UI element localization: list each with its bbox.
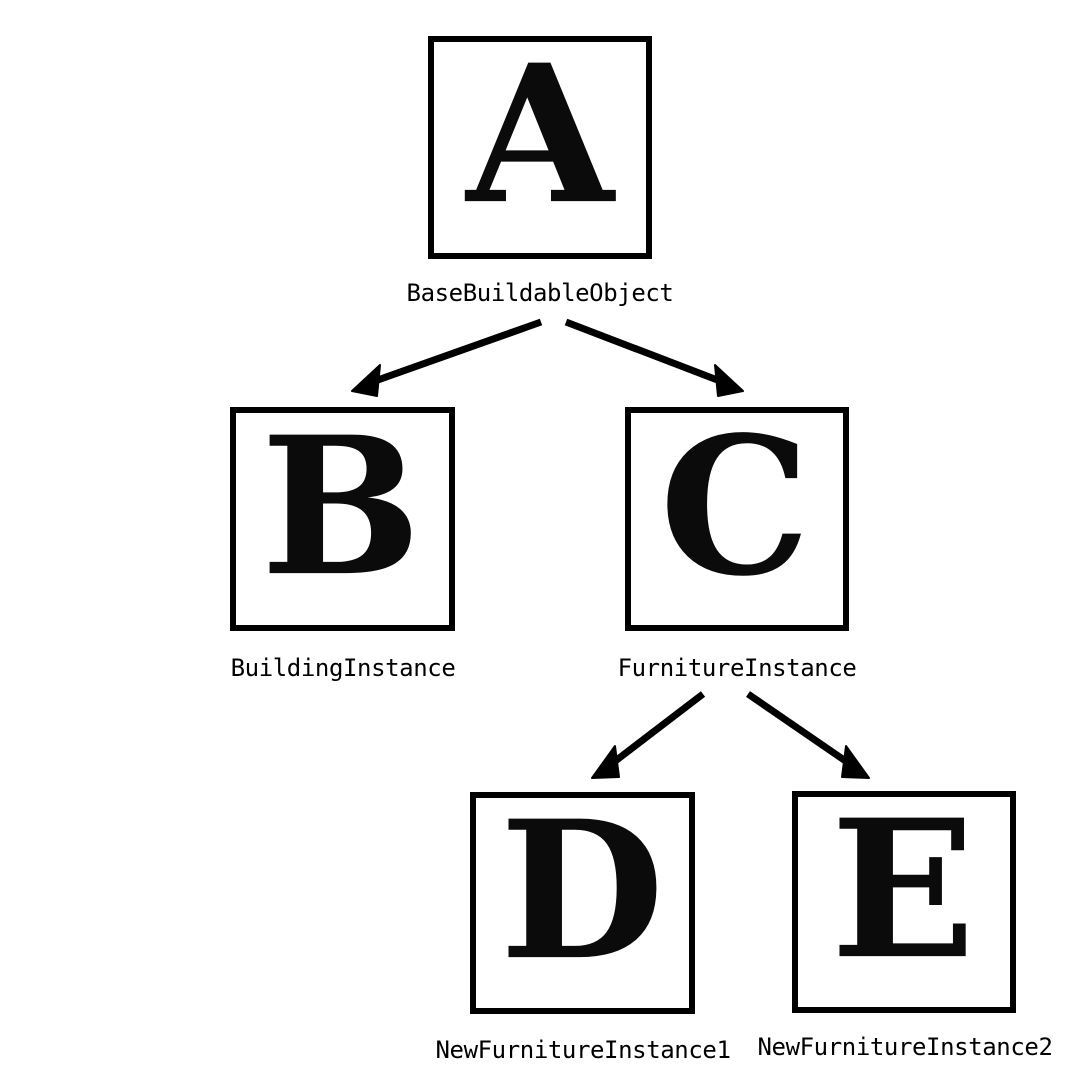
edge-c-to-e-line	[746, 691, 849, 765]
node-a[interactable]: A BaseBuildableObject	[407, 23, 674, 307]
edge-c-to-e	[746, 691, 870, 779]
node-a-letter: A	[464, 23, 616, 246]
edge-c-to-d-line	[611, 691, 706, 765]
node-e-box[interactable]	[792, 791, 1016, 1013]
edge-a-to-c	[564, 318, 744, 397]
node-b-box[interactable]	[230, 407, 455, 631]
node-e-label: NewFurnitureInstance2	[757, 1033, 1052, 1061]
node-a-label: BaseBuildableObject	[407, 279, 674, 307]
node-d-letter: D	[500, 779, 665, 1002]
node-b[interactable]: B BuildingInstance	[230, 395, 456, 682]
node-a-box[interactable]	[428, 36, 652, 259]
edge-c-to-e-arrowhead	[841, 745, 870, 779]
node-c-label: FurnitureInstance	[618, 654, 857, 682]
node-d-box[interactable]	[470, 792, 695, 1014]
edge-c-to-d-arrowhead	[591, 745, 620, 779]
node-b-letter: B	[261, 395, 422, 618]
node-c-letter: C	[659, 395, 810, 618]
node-c[interactable]: C FurnitureInstance	[618, 395, 857, 682]
node-e[interactable]: E NewFurnitureInstance2	[757, 778, 1052, 1061]
edge-c-to-d	[591, 691, 706, 779]
edge-a-to-b	[351, 318, 543, 397]
edge-a-to-c-line	[564, 318, 722, 385]
node-d[interactable]: D NewFurnitureInstance1	[435, 779, 730, 1064]
edge-a-to-c-arrowhead	[714, 364, 744, 397]
node-e-letter: E	[831, 778, 976, 1001]
node-d-label: NewFurnitureInstance1	[435, 1036, 730, 1064]
node-b-label: BuildingInstance	[231, 654, 456, 682]
edge-a-to-b-line	[373, 318, 543, 385]
node-c-box[interactable]	[625, 407, 849, 631]
edge-a-to-b-arrowhead	[351, 364, 381, 397]
